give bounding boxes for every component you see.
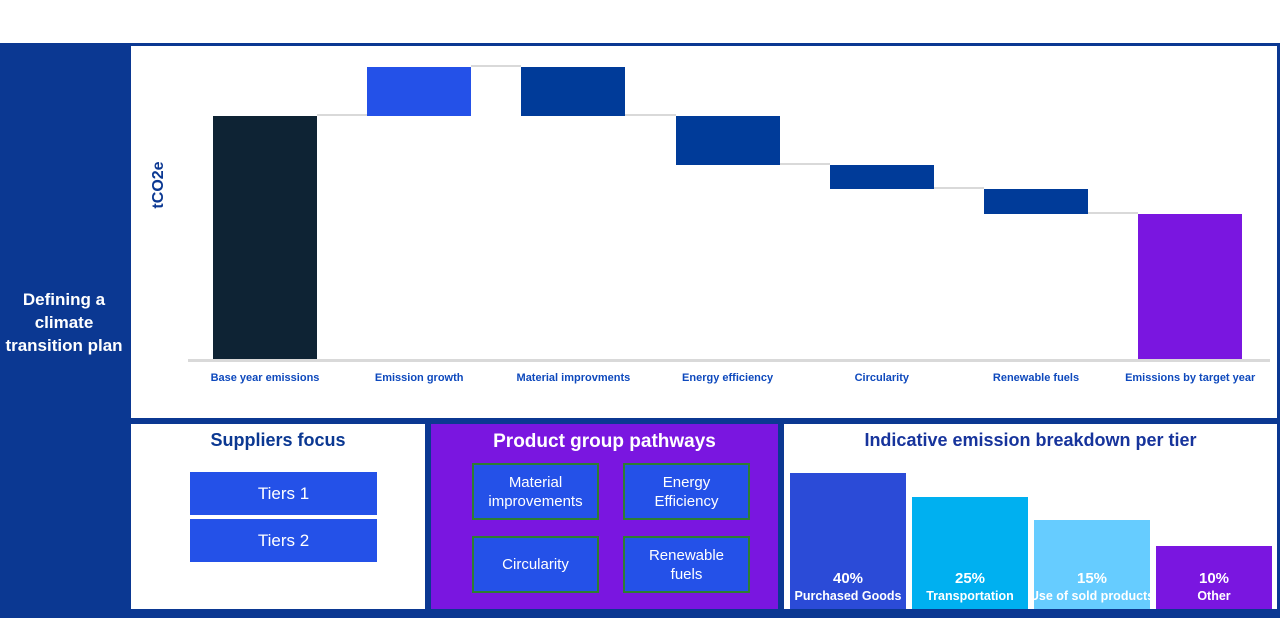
waterfall-connector: [471, 65, 522, 68]
waterfall-connector: [1088, 211, 1139, 214]
renewable-fuels-button[interactable]: Renewable fuels: [623, 536, 750, 593]
tier-bar: 15% Use of sold products: [1030, 520, 1154, 609]
axis-category-label: Material improvments: [516, 372, 631, 384]
tier-bar-category: Use of sold products: [1029, 589, 1155, 603]
axis-category-label: Emissions by target year: [1125, 372, 1256, 384]
sidebar: Defining a climate transition plan: [0, 43, 128, 618]
waterfall-bar: [1138, 213, 1243, 360]
suppliers-panel-title: Suppliers focus: [210, 430, 346, 450]
waterfall-bar: [521, 67, 626, 116]
axis-category-label: Base year emissions: [210, 372, 320, 384]
tier-bar-value: 15%: [1076, 570, 1108, 587]
waterfall-bar: [829, 164, 934, 190]
waterfall-bar: [367, 67, 472, 116]
tier-bar-value: 25%: [954, 570, 986, 587]
tier-bar-chart: 40% Purchased Goods 25% Transportation 15% Us…: [790, 439, 1272, 609]
material-improvements-button[interactable]: Material improvements: [472, 463, 599, 520]
bottom-accent-bar: [0, 612, 1280, 618]
waterfall-connector: [779, 162, 830, 165]
tier-bar: 10% Other: [1156, 546, 1272, 609]
axis-category-label: Energy efficiency: [682, 372, 774, 384]
waterfall-bar: [675, 116, 780, 165]
tiers-2-button[interactable]: Tiers 2: [190, 519, 377, 562]
pathways-panel-title: Product group pathways: [493, 431, 716, 452]
tiers-1-button[interactable]: Tiers 1: [190, 472, 377, 515]
tier-bar: 40% Purchased Goods: [790, 473, 906, 609]
suppliers-focus-panel: Suppliers focus Tiers 1 Tiers 2: [128, 421, 428, 612]
waterfall-bar: [213, 116, 317, 360]
circularity-button[interactable]: Circularity: [472, 536, 599, 593]
y-axis-label: tCO2e: [150, 161, 167, 209]
waterfall-connector: [933, 187, 984, 190]
waterfall-bar: [984, 189, 1088, 214]
waterfall-connector: [317, 114, 368, 116]
emission-breakdown-panel: Indicative emission breakdown per tier 4…: [781, 421, 1280, 612]
product-group-pathways-panel: Product group pathways Material improvem…: [428, 421, 781, 612]
waterfall-connector: [625, 114, 676, 116]
axis-category-label: Circularity: [854, 372, 909, 384]
tier-bar: 25% Transportation: [912, 497, 1028, 609]
breakdown-panel-title: Indicative emission breakdown per tier: [864, 430, 1197, 450]
tier-bar-value: 10%: [1198, 570, 1230, 587]
energy-efficiency-button[interactable]: Energy Efficiency: [623, 463, 750, 520]
x-axis-line: [188, 359, 1270, 362]
tier-bar-category: Transportation: [926, 589, 1014, 603]
axis-category-label: Renewable fuels: [992, 372, 1080, 384]
tier-bar-category: Purchased Goods: [794, 589, 902, 603]
tier-bar-value: 40%: [832, 570, 864, 587]
waterfall-chart-panel: tCO2e Base year emissions Emission growth…: [128, 43, 1280, 421]
slide-title: Defining a climate transition plan: [5, 290, 123, 355]
tier-bar-category: Other: [1197, 589, 1231, 603]
axis-category-label: Emission growth: [374, 372, 464, 384]
